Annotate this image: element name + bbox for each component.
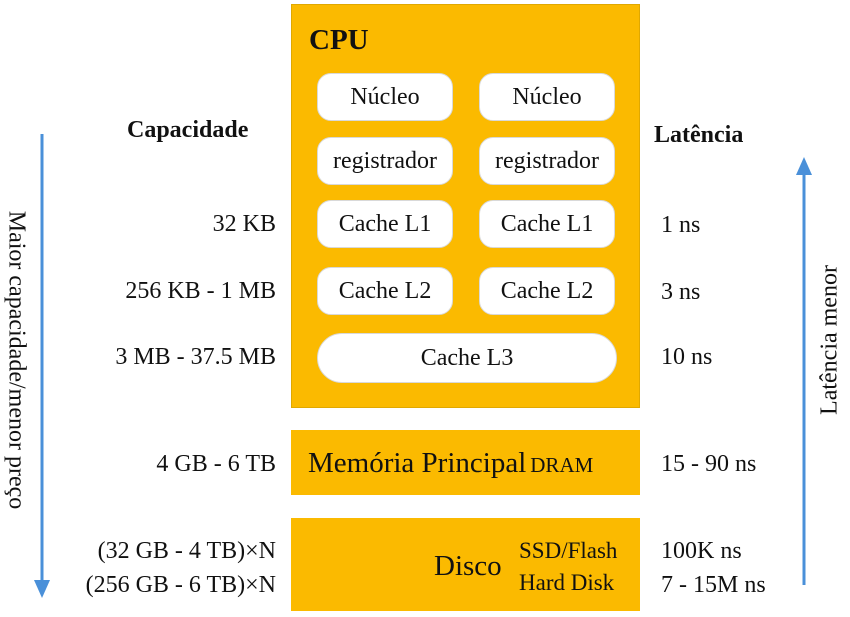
- latency-header: Latência: [654, 122, 744, 148]
- main-memory-title: Memória Principal: [308, 447, 527, 479]
- capacity-value-dram: 4 GB - 6 TB: [156, 451, 276, 477]
- latency-value-ssd: 100K ns: [661, 538, 742, 564]
- cache-l3: Cache L3: [317, 333, 617, 383]
- capacity-down-arrow: [34, 134, 50, 598]
- disk-label: Disco: [434, 550, 502, 582]
- cache-l1-2: Cache L1: [479, 200, 615, 248]
- disk-type-ssd: SSD/Flash: [519, 538, 618, 563]
- capacity-value-l3: 3 MB - 37.5 MB: [115, 344, 276, 370]
- cpu-title: CPU: [309, 24, 369, 56]
- core-1: Núcleo: [317, 73, 453, 121]
- core-2: Núcleo: [479, 73, 615, 121]
- latency-value-l2: 3 ns: [661, 279, 701, 305]
- capacity-header: Capacidade: [127, 117, 249, 143]
- register-1: registrador: [317, 137, 453, 185]
- cache-l2-2: Cache L2: [479, 267, 615, 315]
- cache-l1-1: Cache L1: [317, 200, 453, 248]
- register-2: registrador: [479, 137, 615, 185]
- latency-value-dram: 15 - 90 ns: [661, 451, 757, 477]
- latency-up-arrow: [796, 157, 812, 585]
- capacity-value-ssd: (32 GB - 4 TB)×N: [97, 538, 276, 564]
- capacity-value-l1: 32 KB: [212, 211, 276, 237]
- latency-value-l3: 10 ns: [661, 344, 713, 370]
- disk-block: [291, 518, 640, 611]
- main-memory-label: Memória Principal DRAM: [308, 447, 593, 480]
- capacity-value-hdd: (256 GB - 6 TB)×N: [85, 572, 276, 598]
- latency-value-hdd: 7 - 15M ns: [661, 572, 766, 598]
- main-memory-block: [291, 430, 640, 495]
- latency-value-l1: 1 ns: [661, 212, 701, 238]
- capacity-value-l2: 256 KB - 1 MB: [125, 278, 276, 304]
- main-memory-type: DRAM: [530, 453, 594, 477]
- disk-type-hdd: Hard Disk: [519, 570, 615, 595]
- cache-l2-1: Cache L2: [317, 267, 453, 315]
